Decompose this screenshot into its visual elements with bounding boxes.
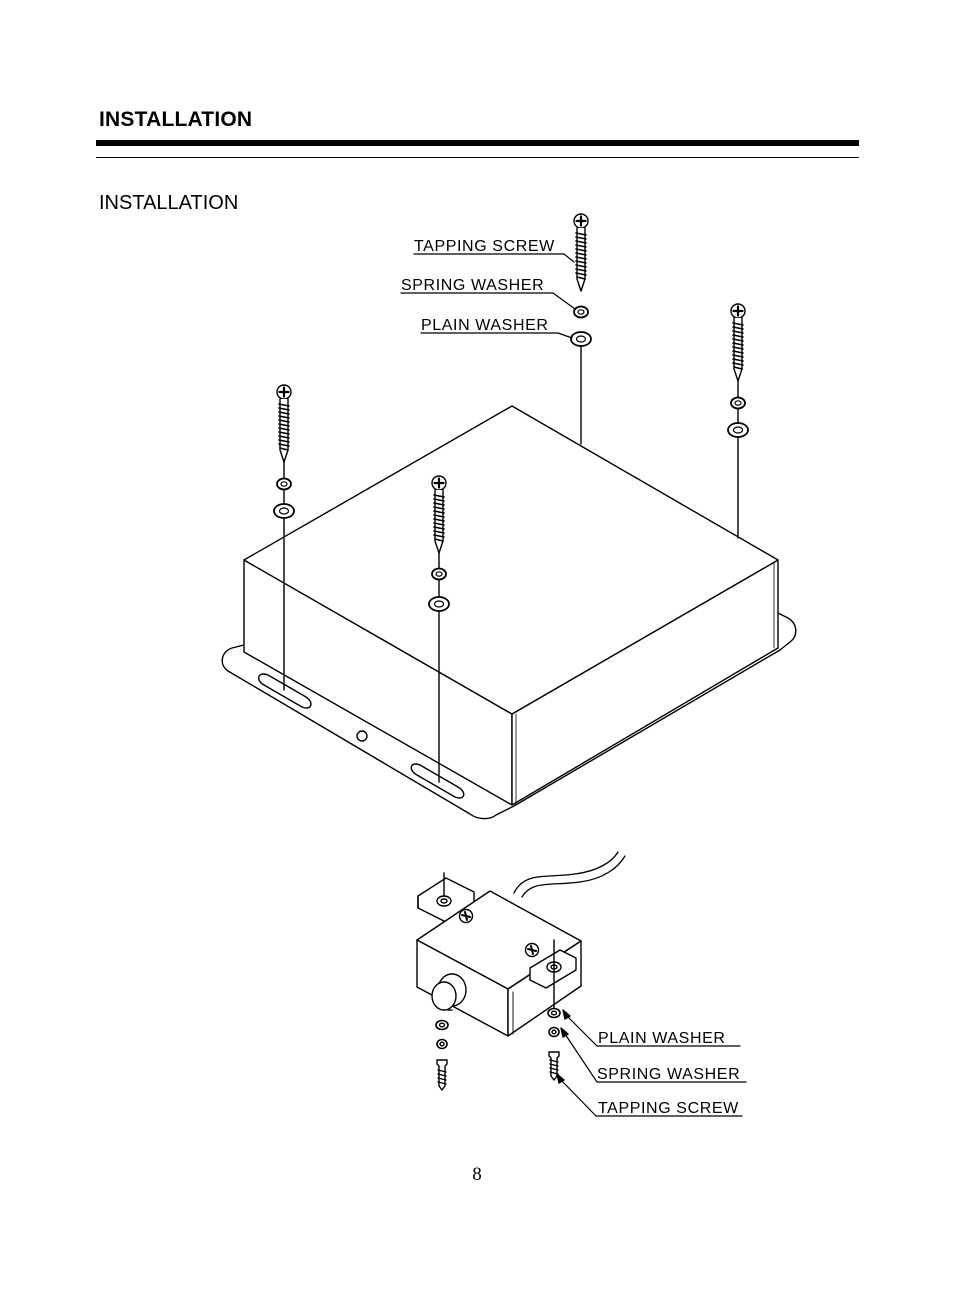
- label-bottom-plain-washer: PLAIN WASHER: [598, 1030, 726, 1047]
- section-title: INSTALLATION: [99, 192, 239, 214]
- page-header-title: INSTALLATION: [99, 108, 253, 131]
- label-top-plain-washer: PLAIN WASHER: [421, 317, 549, 334]
- screw-guide-lines: [283, 339, 739, 783]
- label-top-tapping-screw: TAPPING SCREW: [414, 238, 555, 255]
- top-callouts: [400, 253, 576, 339]
- amplifier-box: [221, 405, 797, 820]
- label-bottom-tapping-screw: TAPPING SCREW: [598, 1100, 739, 1117]
- label-top-spring-washer: SPRING WASHER: [401, 277, 544, 294]
- remote-fastener-left: [435, 1019, 449, 1091]
- remote-control-unit: [416, 851, 626, 1037]
- bottom-callouts: [556, 1009, 747, 1117]
- header-rule-thick: [96, 140, 859, 146]
- remote-fastener-right: [547, 1007, 561, 1081]
- label-bottom-spring-washer: SPRING WASHER: [597, 1066, 740, 1083]
- header-rule-thin: [96, 157, 859, 158]
- page-number: 8: [472, 1164, 482, 1185]
- screw-assembly-top: [570, 212, 592, 347]
